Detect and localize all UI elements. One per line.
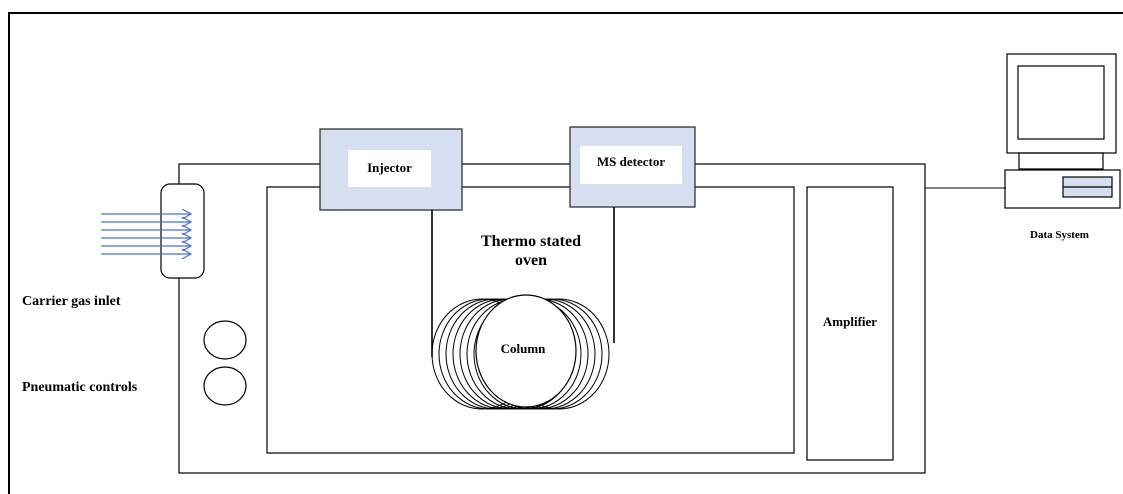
injector-label-panel xyxy=(348,150,431,187)
gas-flow-arrows xyxy=(101,214,190,254)
pneumatic-control-knob xyxy=(203,366,247,406)
data-system-label: Data System xyxy=(1030,229,1089,241)
oven-label-line1: Thermo stated xyxy=(481,233,581,250)
column-label: Column xyxy=(501,341,547,356)
amplifier-box xyxy=(806,186,894,461)
ms-detector-label-panel xyxy=(580,146,682,184)
gas-inlet-port xyxy=(160,183,205,279)
monitor-bezel xyxy=(1006,53,1117,154)
injector-label: Injector xyxy=(367,160,412,175)
oven-label-line2: oven xyxy=(515,252,547,269)
monitor-stand xyxy=(1018,152,1104,170)
page-frame xyxy=(8,12,1123,494)
amplifier-label: Amplifier xyxy=(823,314,877,329)
carrier-gas-inlet-label: Carrier gas inlet xyxy=(22,294,121,309)
pneumatic-control-knob xyxy=(203,320,247,360)
pneumatic-controls-label: Pneumatic controls xyxy=(22,380,138,395)
monitor-screen xyxy=(1017,65,1105,140)
gc-housing xyxy=(178,163,926,474)
oven-chamber xyxy=(266,186,795,454)
column-front-loop xyxy=(475,294,577,408)
computer-icon xyxy=(1004,53,1121,209)
computer-case xyxy=(1004,169,1121,209)
ms-detector-label: MS detector xyxy=(597,154,665,169)
